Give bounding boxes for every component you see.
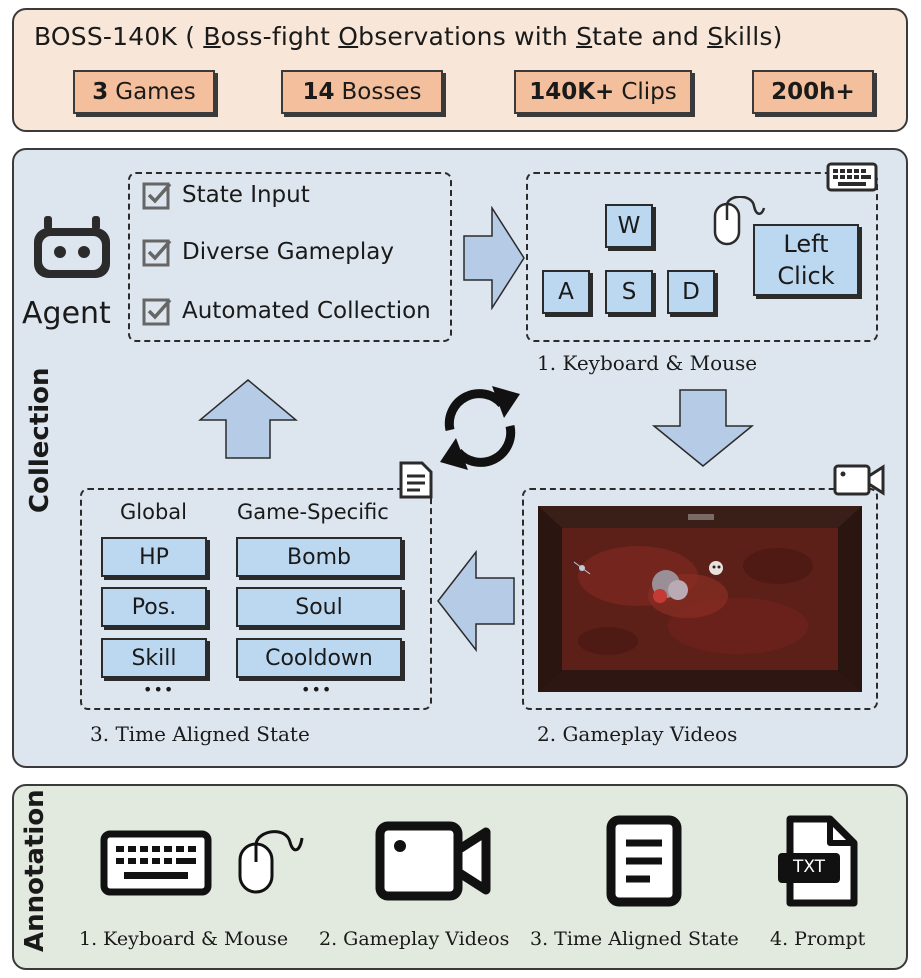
annotation-label: Annotation (20, 789, 50, 952)
feature-state-input: State Input (142, 180, 310, 210)
checkbox-icon (142, 182, 172, 210)
global-ellipsis: ••• (143, 680, 175, 699)
checkbox-icon (142, 298, 172, 326)
arrow-right-icon (463, 206, 525, 310)
keyboard-icon (826, 162, 878, 192)
left-click-key: Left Click (753, 224, 859, 296)
state-chip-pos: Pos. (101, 587, 207, 627)
key-a: A (542, 270, 590, 314)
annotation-caption-prompt: 4. Prompt (770, 928, 866, 950)
txt-file-icon: TXT (776, 815, 860, 907)
state-chip-cooldown: Cooldown (236, 638, 402, 678)
video-camera-icon (375, 821, 491, 901)
global-header: Global (120, 500, 187, 524)
stat-hours: 200h+ (752, 70, 874, 114)
arrow-down-icon (652, 389, 754, 467)
game-specific-header: Game-Specific (237, 500, 389, 524)
collection-label: Collection (25, 367, 55, 513)
annotation-caption-videos: 2. Gameplay Videos (319, 928, 510, 950)
document-icon (606, 815, 682, 907)
key-w: W (605, 204, 653, 248)
state-box (80, 488, 432, 710)
features-box (128, 172, 452, 342)
key-d: D (667, 270, 715, 314)
videos-caption: 2. Gameplay Videos (537, 722, 738, 746)
checkbox-icon (142, 239, 172, 267)
agent-label: Agent (22, 296, 111, 331)
arrow-up-icon (198, 379, 298, 459)
state-chip-hp: HP (101, 537, 207, 577)
mouse-icon (713, 196, 766, 246)
annotation-caption-state: 3. Time Aligned State (530, 928, 739, 950)
feature-automated-collection: Automated Collection (142, 296, 431, 326)
mouse-icon (238, 830, 304, 894)
annotation-caption-keyboard: 1. Keyboard & Mouse (79, 928, 289, 950)
arrow-left-icon (437, 550, 515, 652)
cycle-icon (440, 386, 520, 470)
gameplay-videos-box (522, 488, 878, 710)
stat-clips: 140K+Clips (514, 70, 692, 114)
state-chip-soul: Soul (236, 587, 402, 627)
txt-label: TXT (792, 857, 826, 877)
header-title: BOSS-140K ( Boss-fight Observations with… (34, 22, 783, 51)
robot-icon (34, 216, 110, 278)
document-icon (399, 461, 433, 499)
state-caption: 3. Time Aligned State (90, 722, 310, 746)
video-camera-icon (833, 464, 885, 496)
state-chip-skill: Skill (101, 638, 207, 678)
state-chip-bomb: Bomb (236, 537, 402, 577)
key-s: S (605, 270, 653, 314)
feature-diverse-gameplay: Diverse Gameplay (142, 237, 394, 267)
specific-ellipsis: ••• (301, 680, 333, 699)
gameplay-frame-image (538, 506, 862, 692)
keyboard-caption: 1. Keyboard & Mouse (537, 351, 758, 375)
keyboard-icon (100, 830, 212, 896)
keyboard-mouse-box (526, 172, 878, 342)
